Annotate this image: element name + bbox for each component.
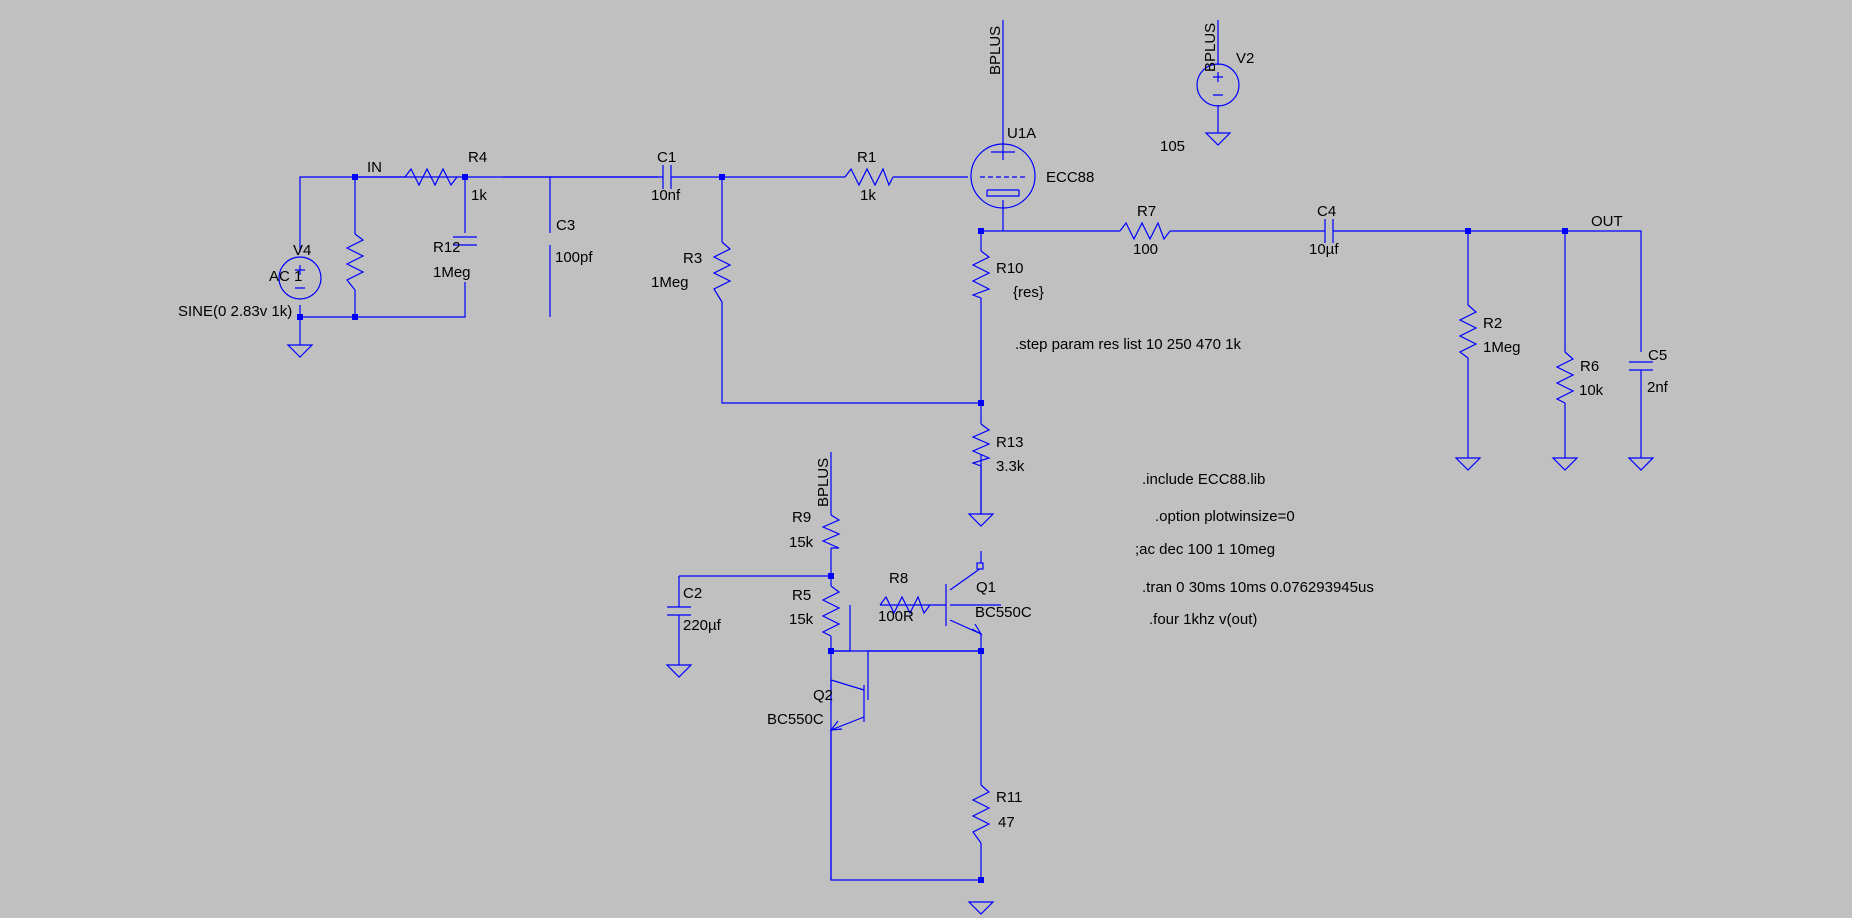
- u1a-ref: U1A: [1007, 125, 1036, 142]
- capacitor-icon-c5: [1629, 361, 1653, 373]
- net-label-out: OUT: [1591, 213, 1623, 230]
- resistor-icon-r7: [1119, 221, 1171, 241]
- labels: IN OUT BPLUS BPLUS BPLUS R4 1k C1 10nf R…: [178, 23, 1669, 831]
- c4-ref: C4: [1317, 203, 1336, 220]
- resistor-icon-r13: [971, 423, 991, 467]
- resistor-icon-r9: [821, 514, 841, 549]
- c1-value: 10nf: [651, 187, 681, 204]
- v4-value: AC 1: [269, 268, 302, 285]
- directive-tran: .tran 0 30ms 10ms 0.076293945us: [1142, 579, 1374, 596]
- resistor-icon-r6: [1555, 351, 1575, 404]
- c2-ref: C2: [683, 585, 702, 602]
- resistor-icon-r4: [404, 167, 458, 187]
- q1-value: BC550C: [975, 604, 1032, 621]
- directive-step: .step param res list 10 250 470 1k: [1015, 336, 1241, 353]
- u1a-value: ECC88: [1046, 169, 1094, 186]
- r11-value: 47: [998, 814, 1015, 831]
- capacitor-icon-c1: [457, 165, 677, 189]
- r4-value: 1k: [471, 187, 487, 204]
- resistor-icons[interactable]: [345, 167, 1575, 844]
- capacitor-icon-c4: [1321, 219, 1337, 243]
- triode-icon-u1a[interactable]: [970, 143, 1036, 209]
- q1-ref: Q1: [976, 579, 996, 596]
- resistor-icon-r3: [712, 241, 732, 303]
- r6-value: 10k: [1579, 382, 1604, 399]
- r4-ref: R4: [468, 149, 487, 166]
- r10-value: {res}: [1013, 284, 1044, 301]
- c2-value: 220µf: [683, 617, 722, 634]
- capacitor-icons[interactable]: [453, 165, 1653, 622]
- r3-value: 1Meg: [651, 274, 689, 291]
- capacitor-icon-c3: [453, 177, 477, 246]
- c4-value: 10µf: [1309, 241, 1339, 258]
- directive-four: .four 1khz v(out): [1149, 611, 1257, 628]
- v2-value: 105: [1160, 138, 1185, 155]
- r1-value: 1k: [860, 187, 876, 204]
- r10-ref: R10: [996, 260, 1024, 277]
- ground-icons: [286, 132, 1655, 915]
- resistor-icon-r2: [1458, 304, 1478, 359]
- voltage-source-icon-v4[interactable]: [278, 256, 322, 300]
- resistor-icon-r8: [879, 595, 931, 615]
- resistor-icon-r11: [971, 784, 991, 844]
- resistor-icon-r10: [971, 250, 991, 299]
- r3-ref: R3: [683, 250, 702, 267]
- v2-ref: V2: [1236, 50, 1254, 67]
- capacitor-icon-c2: [667, 591, 691, 622]
- resistor-icon-r5: [821, 585, 841, 637]
- net-label-in: IN: [367, 159, 382, 176]
- v4-extra: SINE(0 2.83v 1k): [178, 303, 292, 320]
- resistor-icon-r1: [844, 167, 894, 187]
- directive-include: .include ECC88.lib: [1142, 471, 1265, 488]
- v4-ref: V4: [293, 242, 311, 259]
- r7-value: 100: [1133, 241, 1158, 258]
- r13-ref: R13: [996, 434, 1024, 451]
- r8-value: 100R: [878, 608, 914, 625]
- net-label-bplus-top: BPLUS: [987, 26, 1004, 75]
- q2-value: BC550C: [767, 711, 824, 728]
- r8-ref: R8: [889, 570, 908, 587]
- transistor-icon-q1[interactable]: [945, 562, 984, 636]
- q2-ref: Q2: [813, 687, 833, 704]
- wires: [299, 20, 1642, 881]
- r7-ref: R7: [1137, 203, 1156, 220]
- r13-value: 3.3k: [996, 458, 1025, 475]
- r9-value: 15k: [789, 534, 814, 551]
- r2-ref: R2: [1483, 315, 1502, 332]
- directive-ac: ;ac dec 100 1 10meg: [1135, 541, 1275, 558]
- net-label-bplus-r9: BPLUS: [815, 458, 832, 507]
- r6-ref: R6: [1580, 358, 1599, 375]
- transistor-icon-q2[interactable]: [829, 679, 865, 731]
- r2-value: 1Meg: [1483, 339, 1521, 356]
- r12-ref: R12: [433, 239, 461, 256]
- c3-value: 100pf: [555, 249, 593, 266]
- directive-option: .option plotwinsize=0: [1155, 508, 1295, 525]
- r9-ref: R9: [792, 509, 811, 526]
- junction-dots: [297, 174, 1568, 883]
- c3-ref: C3: [556, 217, 575, 234]
- r5-value: 15k: [789, 611, 814, 628]
- r5-ref: R5: [792, 587, 811, 604]
- c5-value: 2nf: [1647, 379, 1669, 396]
- c1-ref: C1: [657, 149, 676, 166]
- r12-value: 1Meg: [433, 264, 471, 281]
- voltage-source-icon-v2[interactable]: [1196, 63, 1240, 107]
- net-label-bplus-v2: BPLUS: [1202, 23, 1219, 72]
- r1-ref: R1: [857, 149, 876, 166]
- r11-ref: R11: [996, 789, 1022, 806]
- resistor-icon-r12: [345, 233, 365, 291]
- c5-ref: C5: [1648, 347, 1667, 364]
